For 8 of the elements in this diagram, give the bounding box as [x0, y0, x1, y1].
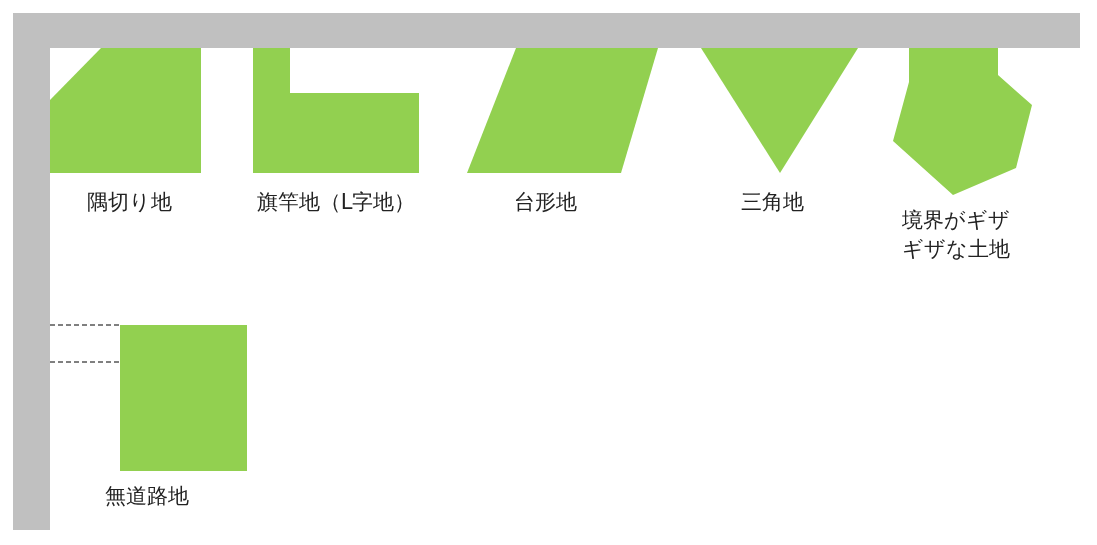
- dashed-line: [49, 361, 121, 363]
- lot-label: 台形地: [512, 189, 578, 216]
- lot-label: 無道路地: [104, 483, 190, 510]
- lot-label: 隅切り地: [85, 189, 173, 216]
- lot-label: 旗竿地（L字地）: [256, 189, 416, 216]
- lot-label: 境界がギザギザな土地: [901, 207, 1011, 263]
- dashed-line: [49, 324, 121, 326]
- lot-label: 三角地: [739, 189, 805, 216]
